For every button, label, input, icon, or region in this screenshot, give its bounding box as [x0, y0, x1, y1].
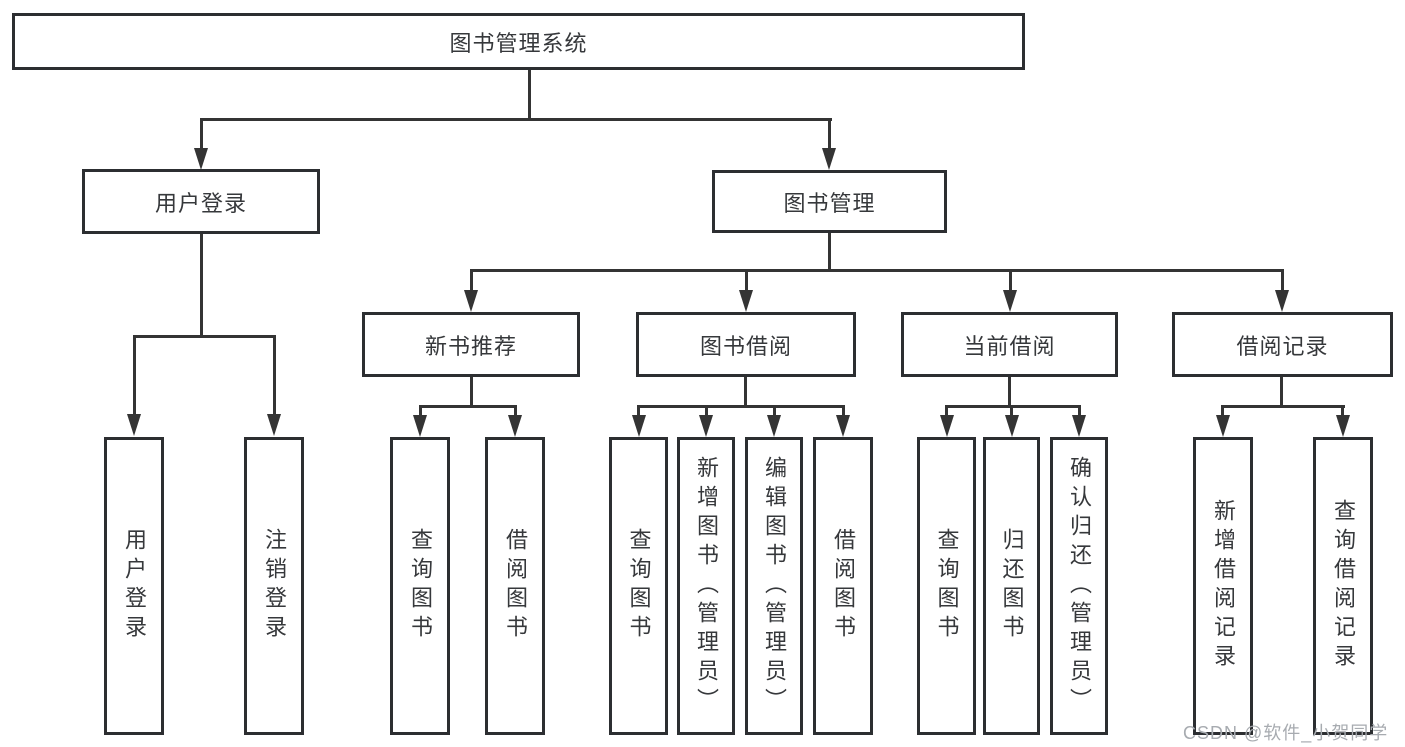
arrow-down-icon: [1216, 415, 1230, 437]
connector-line: [133, 335, 136, 415]
connector-line: [945, 405, 948, 417]
node-current-borrow: 当前借阅: [901, 312, 1118, 377]
connector-line: [470, 377, 473, 407]
node-user-login: 用户登录: [82, 169, 320, 234]
leaf-borrow-books-recommend-label: 借阅图书: [503, 528, 528, 644]
arrow-down-icon: [1005, 415, 1019, 437]
connector-line: [1280, 377, 1283, 407]
arrow-down-icon: [739, 290, 753, 312]
arrow-down-icon: [822, 148, 836, 170]
leaf-edit-books-admin: 编辑图书（管理员）: [745, 437, 803, 735]
connector-line: [470, 269, 1283, 272]
node-user-login-label: 用户登录: [154, 190, 247, 216]
leaf-return-books: 归还图书: [983, 437, 1040, 735]
connector-line: [705, 405, 708, 417]
node-book-management-label: 图书管理: [783, 190, 876, 216]
leaf-query-books-current-label: 查询图书: [934, 528, 960, 644]
leaf-query-books-recommend: 查询图书: [390, 437, 450, 735]
arrow-down-icon: [194, 148, 208, 170]
leaf-add-borrow-record: 新增借阅记录: [1193, 437, 1253, 735]
connector-line: [1221, 405, 1224, 417]
node-root: 图书管理系统: [12, 13, 1025, 70]
connector-line: [1281, 269, 1284, 293]
connector-line: [273, 335, 276, 415]
node-root-label: 图书管理系统: [449, 30, 588, 56]
csdn-watermark: CSDN @软件_小贺同学: [1183, 723, 1389, 743]
node-borrow-records-label: 借阅记录: [1236, 333, 1329, 359]
leaf-query-borrow-record: 查询借阅记录: [1313, 437, 1373, 735]
connector-line: [528, 70, 531, 120]
connector-line: [1008, 377, 1011, 407]
arrow-down-icon: [413, 415, 427, 437]
connector-line: [828, 118, 831, 148]
leaf-edit-books-admin-label: 编辑图书（管理员）: [762, 455, 787, 717]
leaf-return-books-label: 归还图书: [999, 528, 1025, 644]
connector-line: [773, 405, 776, 417]
node-book-borrow-label: 图书借阅: [699, 333, 792, 359]
connector-line: [842, 405, 845, 417]
connector-line: [200, 118, 832, 121]
connector-line: [1010, 405, 1013, 417]
connector-line: [945, 405, 1081, 408]
arrow-down-icon: [1275, 290, 1289, 312]
node-new-book-recommend: 新书推荐: [362, 312, 580, 377]
node-book-management: 图书管理: [712, 170, 947, 233]
leaf-borrow-books-label: 借阅图书: [831, 528, 856, 644]
connector-line: [419, 405, 422, 417]
leaf-query-books-borrow-label: 查询图书: [626, 528, 652, 644]
node-book-borrow: 图书借阅: [636, 312, 856, 377]
arrow-down-icon: [508, 415, 522, 437]
leaf-borrow-books: 借阅图书: [813, 437, 873, 735]
leaf-logout: 注销登录: [244, 437, 304, 735]
connector-line: [828, 233, 831, 271]
leaf-confirm-return-admin: 确认归还（管理员）: [1050, 437, 1108, 735]
connector-line: [419, 405, 517, 408]
arrow-down-icon: [1003, 290, 1017, 312]
leaf-confirm-return-admin-label: 确认归还（管理员）: [1067, 455, 1092, 717]
connector-line: [200, 234, 203, 337]
arrow-down-icon: [767, 415, 781, 437]
connector-line: [745, 269, 748, 293]
connector-line: [514, 405, 517, 417]
connector-line: [200, 118, 203, 148]
connector-line: [470, 269, 473, 293]
arrow-down-icon: [1072, 415, 1086, 437]
connector-line: [1078, 405, 1081, 417]
node-borrow-records: 借阅记录: [1172, 312, 1393, 377]
connector-line: [133, 335, 276, 338]
connector-line: [1341, 405, 1344, 417]
connector-line: [637, 405, 640, 417]
connector-line: [1221, 405, 1345, 408]
arrow-down-icon: [127, 414, 141, 436]
node-current-borrow-label: 当前借阅: [963, 333, 1056, 359]
arrow-down-icon: [1336, 415, 1350, 437]
connector-line: [1009, 269, 1012, 293]
arrow-down-icon: [267, 414, 281, 436]
leaf-query-books-current: 查询图书: [917, 437, 976, 735]
leaf-add-borrow-record-label: 新增借阅记录: [1211, 499, 1236, 673]
leaf-query-books-recommend-label: 查询图书: [408, 528, 433, 644]
leaf-user-login-label: 用户登录: [122, 528, 147, 644]
leaf-logout-label: 注销登录: [262, 528, 287, 644]
leaf-user-login: 用户登录: [104, 437, 164, 735]
leaf-add-books-admin-label: 新增图书（管理员）: [694, 455, 719, 717]
arrow-down-icon: [699, 415, 713, 437]
arrow-down-icon: [940, 415, 954, 437]
connector-line: [637, 405, 845, 408]
connector-line: [744, 377, 747, 407]
leaf-borrow-books-recommend: 借阅图书: [485, 437, 545, 735]
leaf-query-books-borrow: 查询图书: [609, 437, 668, 735]
arrow-down-icon: [464, 290, 478, 312]
arrow-down-icon: [836, 415, 850, 437]
node-new-book-recommend-label: 新书推荐: [424, 333, 517, 359]
arrow-down-icon: [632, 415, 646, 437]
leaf-query-borrow-record-label: 查询借阅记录: [1331, 499, 1356, 673]
leaf-add-books-admin: 新增图书（管理员）: [677, 437, 735, 735]
